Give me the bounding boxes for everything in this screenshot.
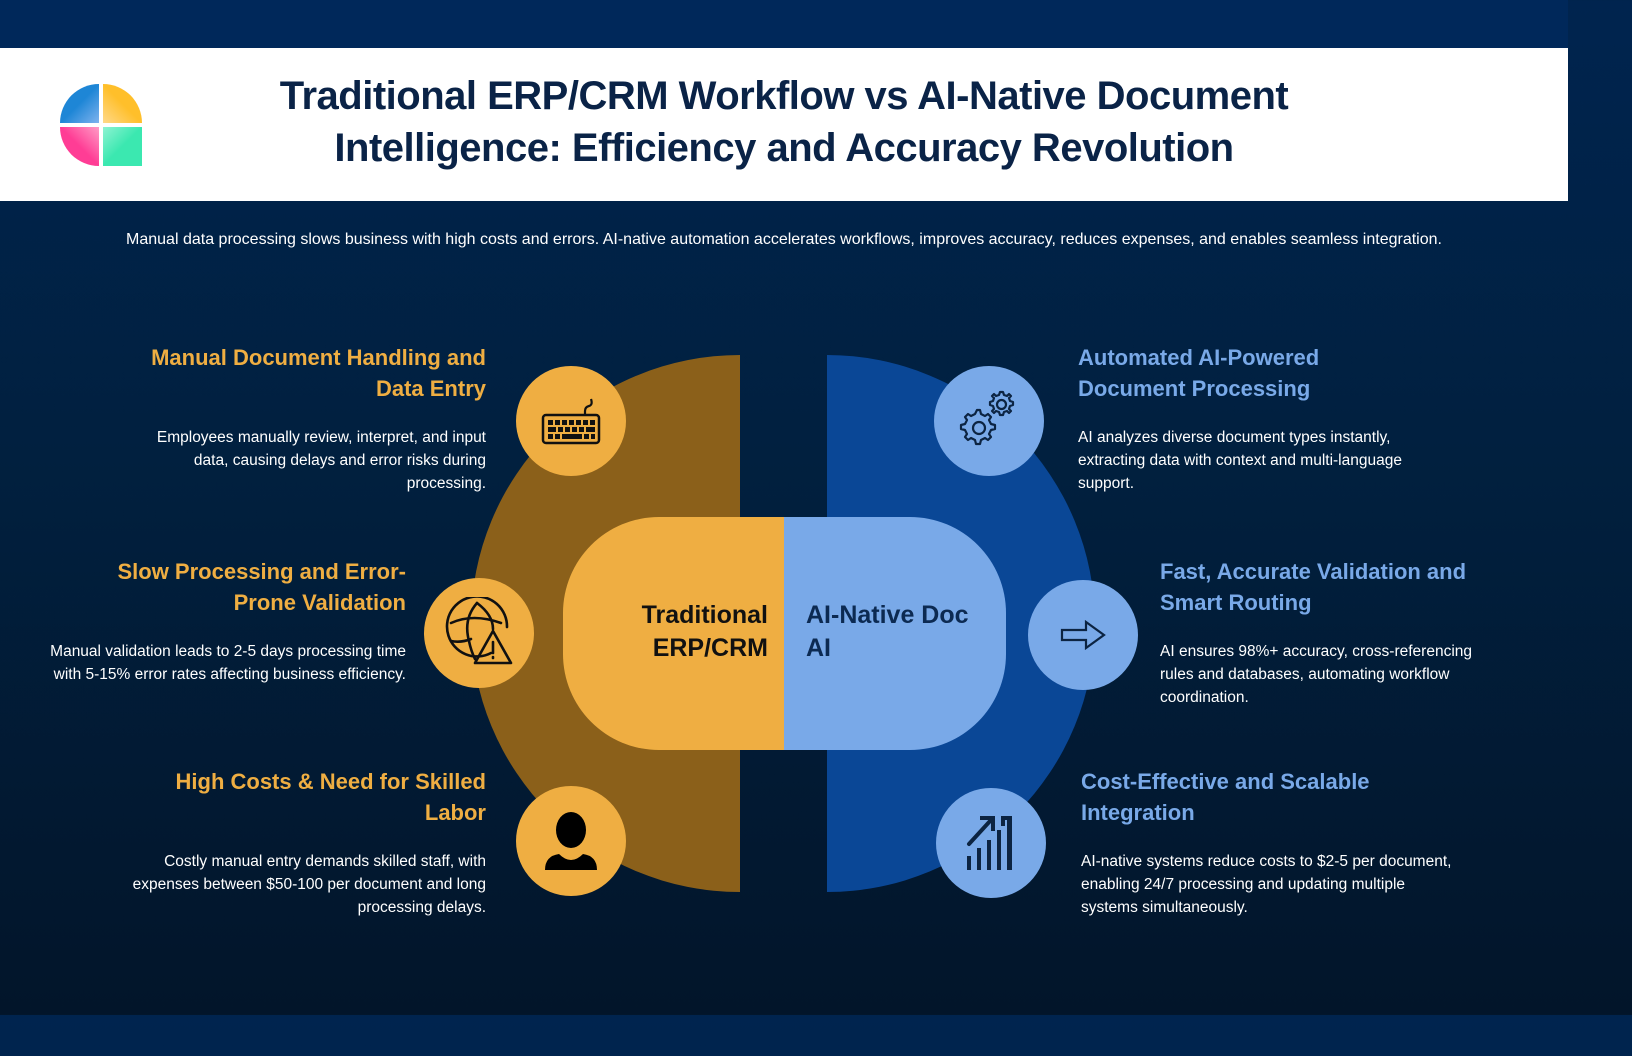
ai-native-item-2-title: Fast, Accurate Validation and Smart Rout… [1160, 556, 1500, 618]
ai-native-label-line-1: AI-Native Doc [806, 601, 969, 629]
title-line-2: Smart Routing [1160, 590, 1312, 615]
traditional-item-2-title: Slow Processing and Error- Prone Validat… [40, 556, 406, 618]
traditional-label-line-2: ERP/CRM [652, 634, 768, 662]
arrow-right-icon-circle [1028, 580, 1138, 690]
title-line-1: High Costs & Need for Skilled [175, 769, 487, 794]
growth-chart-icon-circle [936, 788, 1046, 898]
title-line-1: Manual Document Handling and [151, 345, 486, 370]
person-icon [545, 812, 597, 870]
keyboard-icon [541, 398, 601, 445]
ai-native-item-3-title: Cost-Effective and Scalable Integration [1081, 766, 1461, 828]
globe-warning-icon-circle [424, 578, 534, 688]
traditional-item-1-description: Employees manually review, interpret, an… [156, 429, 486, 492]
title-line-2: Data Entry [375, 376, 486, 401]
title-line-1: Cost-Effective and Scalable [1081, 769, 1370, 794]
ai-native-item-1-description: AI analyzes diverse document types insta… [1078, 429, 1402, 492]
title-line-2: Intelligence: Efficiency and Accuracy Re… [334, 126, 1234, 170]
top-band [0, 0, 1568, 48]
page-title: Traditional ERP/CRM Workflow vs AI-Nativ… [200, 70, 1368, 174]
traditional-item-2: Slow Processing and Error- Prone Validat… [40, 556, 406, 686]
title-line-2: Integration [1081, 800, 1195, 825]
ai-native-item-3-description: AI-native systems reduce costs to $2-5 p… [1081, 853, 1452, 916]
ai-native-center-label: AI-Native Doc AI [784, 517, 1006, 750]
title-line-1: Slow Processing and Error- [117, 559, 406, 584]
header [0, 48, 1568, 201]
subtitle: Manual data processing slows business wi… [126, 231, 1442, 248]
traditional-label-line-1: Traditional [641, 601, 768, 629]
title-line-1: Traditional ERP/CRM Workflow vs AI-Nativ… [279, 74, 1289, 118]
keyboard-icon-circle [516, 366, 626, 476]
traditional-item-3: High Costs & Need for Skilled Labor Cost… [100, 766, 486, 919]
title-line-2: Prone Validation [233, 590, 406, 615]
ai-native-item-1-title: Automated AI-Powered Document Processing [1078, 342, 1438, 404]
globe-warning-icon [445, 597, 513, 665]
title-line-2: Labor [424, 800, 486, 825]
title-line-2: Document Processing [1078, 376, 1311, 401]
title-line-1: Fast, Accurate Validation and [1160, 559, 1467, 584]
traditional-item-1: Manual Document Handling and Data Entry … [60, 342, 486, 495]
traditional-center-label: Traditional ERP/CRM [563, 517, 784, 750]
traditional-item-2-description: Manual validation leads to 2-5 days proc… [50, 643, 406, 683]
ai-native-item-2: Fast, Accurate Validation and Smart Rout… [1160, 556, 1500, 709]
traditional-item-3-title: High Costs & Need for Skilled Labor [100, 766, 487, 828]
ai-native-label-line-2: AI [806, 634, 831, 662]
person-icon-circle [516, 786, 626, 896]
title-line-1: Automated AI-Powered [1078, 345, 1320, 370]
gears-icon-circle [934, 366, 1044, 476]
traditional-item-3-description: Costly manual entry demands skilled staf… [132, 853, 486, 916]
growth-chart-icon [967, 816, 1012, 870]
arrow-right-icon [1060, 620, 1106, 650]
ai-native-item-3: Cost-Effective and Scalable Integration … [1081, 766, 1461, 919]
gears-icon [959, 390, 1015, 446]
four-quadrant-logo-icon [60, 84, 142, 166]
ai-native-item-1: Automated AI-Powered Document Processing… [1078, 342, 1438, 495]
traditional-item-1-title: Manual Document Handling and Data Entry [60, 342, 486, 404]
ai-native-item-2-description: AI ensures 98%+ accuracy, cross-referenc… [1160, 643, 1473, 706]
